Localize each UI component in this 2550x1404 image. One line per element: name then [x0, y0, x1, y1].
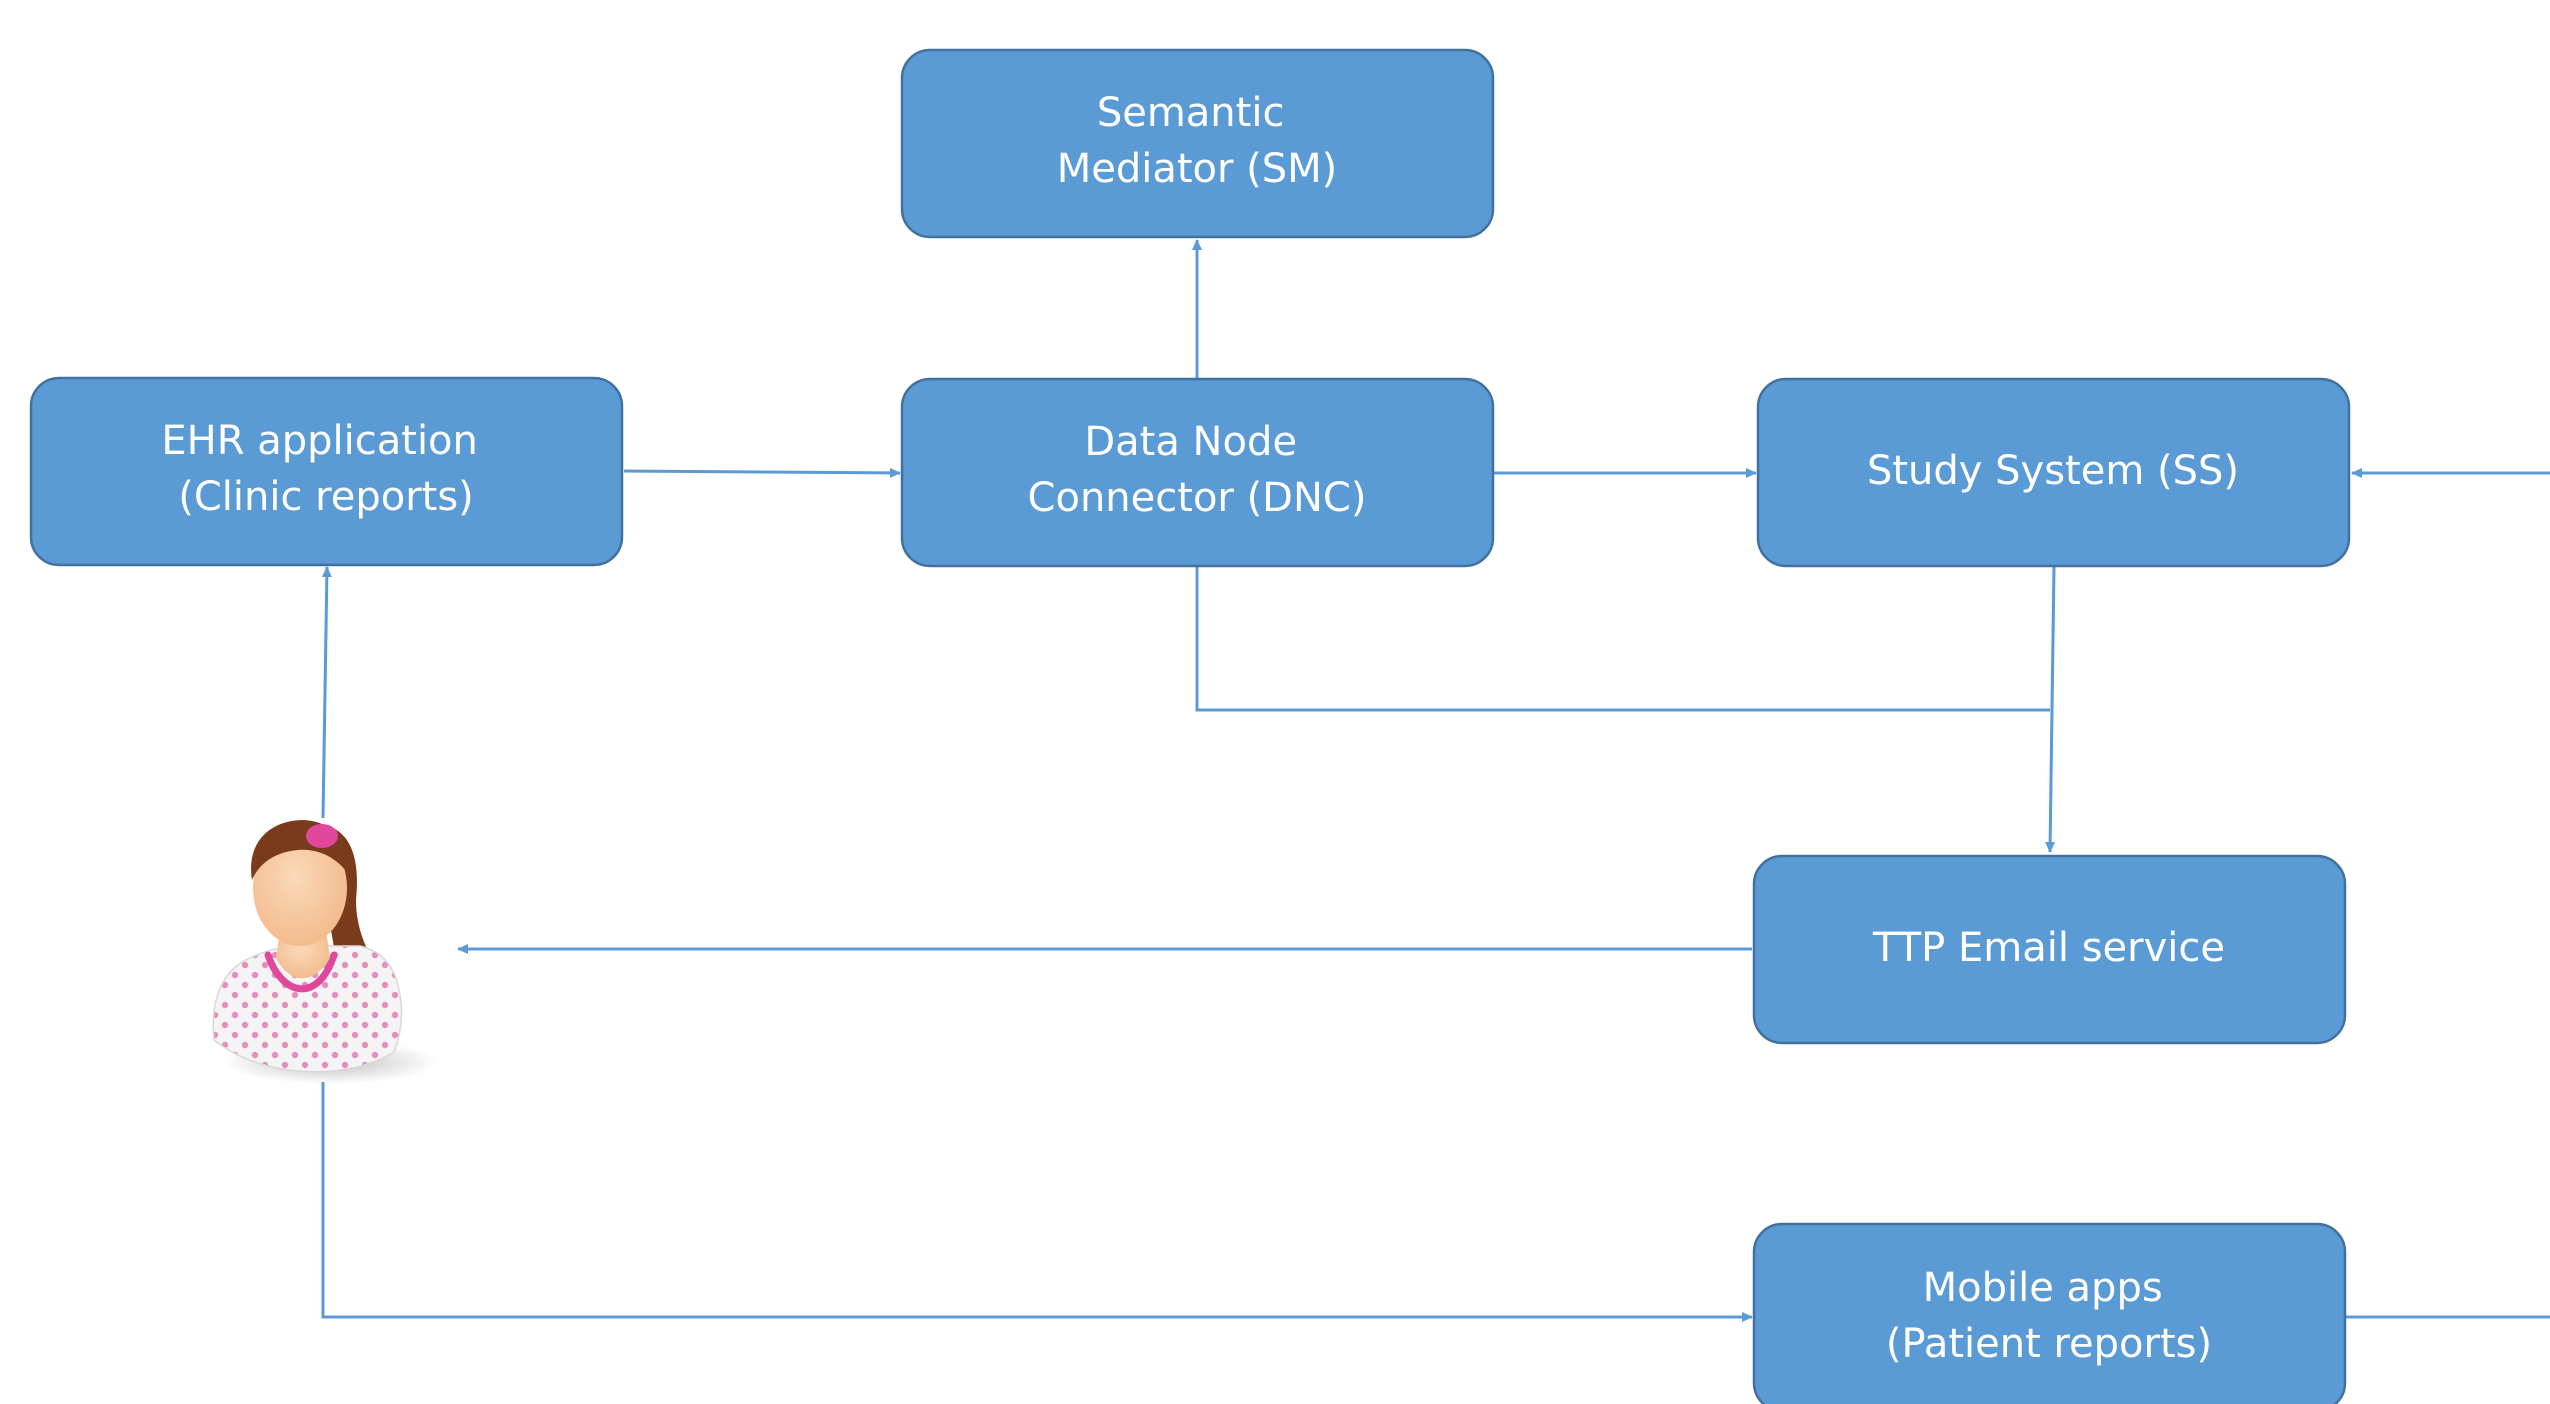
node-label-line: TTP Email service [1872, 925, 2225, 971]
node-label-line: Connector (DNC) [1028, 475, 1367, 521]
node-label-line: Data Node [1084, 419, 1297, 465]
svg-text:Data Node Connector (DNC: Data Node Connector (DNC) [1028, 419, 1367, 521]
node-label-line: (Clinic reports) [178, 474, 474, 520]
connector-ss-to-ttp [2045, 566, 2056, 853]
svg-text:TTP Email service: TTP Email service [1872, 925, 2225, 971]
node-mobile-apps: Mobile apps (Patient reports) [1752, 1222, 2347, 1404]
node-label-line: Semantic [1097, 90, 1285, 136]
connector-ehr-to-dnc [623, 467, 901, 478]
svg-text:EHR application (Clinic: EHR application (Clinic reports) [161, 418, 490, 520]
node-label-line: (Patient reports) [1886, 1321, 2212, 1367]
node-ttp-email-service: TTP Email service [1752, 854, 2347, 1045]
connectors [321, 239, 2550, 1322]
node-data-node-connector: Data Node Connector (DNC) [900, 377, 1495, 568]
connector-patient-to-ehr [321, 566, 332, 819]
node-semantic-mediator: Semantic Mediator (SM) [900, 48, 1495, 239]
connector-dnc-to-junction [1195, 567, 2050, 712]
node-ehr-application: EHR application (Clinic reports) [29, 376, 624, 567]
svg-text:Semantic Mediator (SM): Semantic Mediator (SM) [1057, 90, 1338, 192]
connector-patient-to-mobile [321, 1082, 1753, 1322]
node-label-line: Mediator (SM) [1057, 146, 1338, 192]
patient-icon [212, 820, 438, 1084]
node-label-line: Study System (SS) [1867, 448, 2239, 494]
svg-text:Study System (SS): Study System (SS) [1867, 448, 2239, 494]
node-label-line: EHR application [161, 418, 478, 464]
svg-text:Mobile apps (Patient rep: Mobile apps (Patient reports) [1886, 1265, 2212, 1367]
node-study-system: Study System (SS) [1756, 377, 2351, 568]
node-label-line: Mobile apps [1923, 1265, 2163, 1311]
